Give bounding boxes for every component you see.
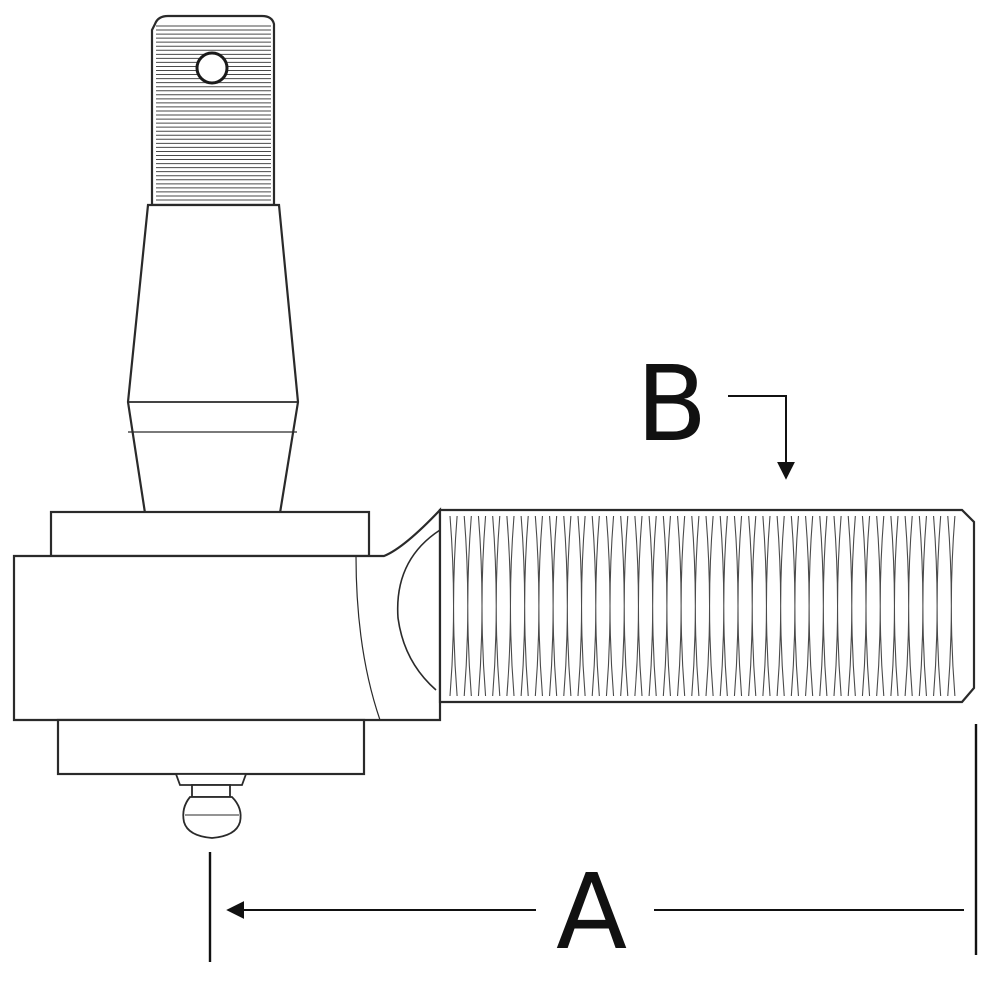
stud-taper — [126, 203, 300, 515]
socket-housing — [12, 507, 442, 776]
dimension-b: B — [636, 343, 795, 480]
shank-thread-crest — [506, 515, 515, 697]
housing-side-curve — [355, 555, 381, 721]
shank-thread-crest — [534, 515, 543, 697]
shank-thread-crest — [861, 515, 871, 697]
shank-thread-crest — [719, 515, 728, 697]
dimension-a-label: A — [556, 851, 627, 973]
shank-thread-crest — [477, 515, 487, 697]
housing-bottom-cap — [56, 718, 366, 776]
shank-thread-crest — [805, 515, 814, 697]
shank-thread-crest — [833, 515, 842, 697]
shank-thread-crest — [890, 515, 899, 697]
shank-thread-crest — [705, 515, 714, 697]
housing-neck-curve — [396, 529, 441, 691]
shank-thread-crest — [563, 515, 572, 697]
shank-thread-crest — [733, 515, 743, 697]
shank-outline — [438, 508, 976, 704]
shank-thread-crest — [819, 515, 828, 697]
shank-thread-crest — [933, 515, 942, 697]
shank-thread-crest — [648, 515, 657, 697]
ball-stud — [126, 14, 300, 515]
dimension-b-leader — [728, 395, 795, 480]
shank-thread-crest — [847, 515, 856, 697]
shank-thread-crest — [591, 515, 600, 697]
shank-thread-crest — [620, 515, 629, 697]
shank-thread-crest — [492, 515, 501, 697]
shank-thread-crest — [947, 515, 956, 697]
grease-fitting — [174, 773, 248, 839]
shank-thread-crest — [463, 515, 472, 697]
shank-thread-crest — [691, 515, 700, 697]
shank-thread-crest — [790, 515, 799, 697]
dimension-b-label: B — [636, 343, 707, 465]
shank-thread-crest — [520, 515, 529, 697]
shank-thread-crest — [748, 515, 757, 697]
shank-thread-crest — [605, 515, 615, 697]
shank-thread-crest — [549, 515, 558, 697]
shank-thread-crest — [662, 515, 671, 697]
shank-thread-crest — [904, 515, 913, 697]
shank-thread-crest — [918, 515, 927, 697]
housing-top-cap — [49, 510, 371, 558]
shank-thread-crest — [762, 515, 771, 697]
cotter-pin-hole — [195, 51, 229, 85]
threaded-shank — [438, 508, 976, 704]
shank-thread-crest — [776, 515, 785, 697]
shank-thread-crest — [634, 515, 643, 697]
shank-thread-crest — [577, 515, 586, 697]
shank-thread-crest — [449, 515, 458, 697]
dimension-a: A — [208, 724, 978, 973]
shank-thread-lines — [449, 515, 956, 697]
shank-thread-crest — [677, 515, 686, 697]
shank-thread-crest — [876, 515, 885, 697]
